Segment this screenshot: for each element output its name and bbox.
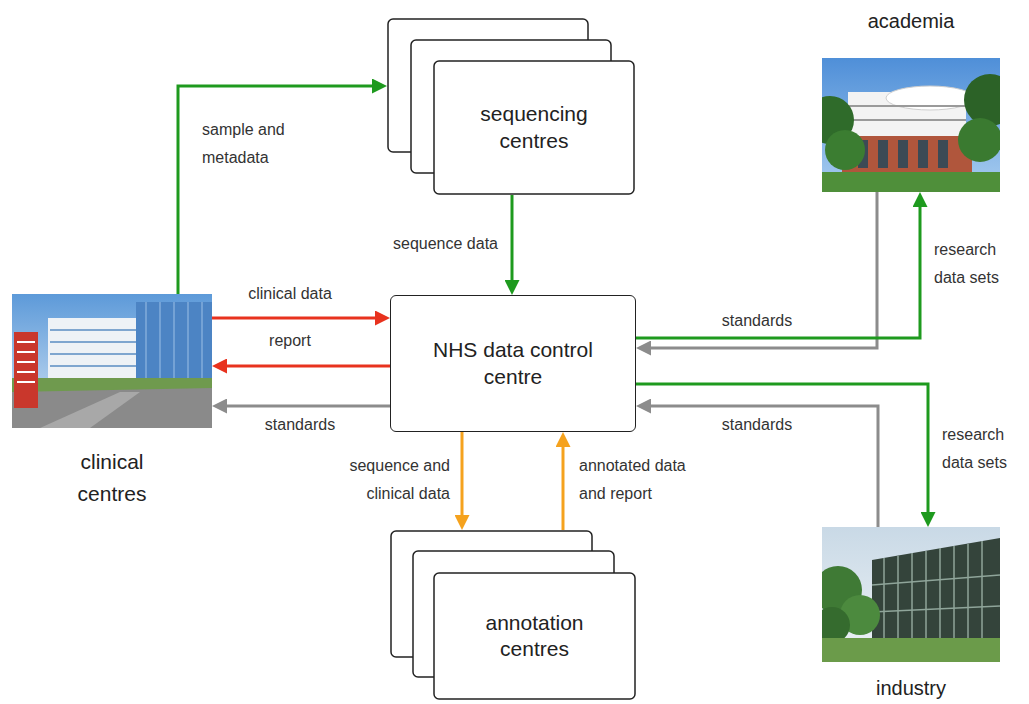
flow-arrow (511, 195, 514, 289)
text-holder: clinical centres (0, 446, 232, 509)
node-label: NHS data control centre (433, 337, 593, 390)
node-caption: academia (868, 9, 955, 34)
text-holder: NHS data control centre (391, 296, 635, 431)
edge-label: sequence data (355, 230, 500, 258)
stack-sheet (434, 61, 634, 194)
photo-node: academia (822, 58, 1000, 192)
edge-label: clinical data (220, 280, 360, 308)
edge-label: standards (687, 307, 827, 335)
photo-node: industry (822, 527, 1000, 662)
flow-arrow (461, 432, 464, 524)
text-holder: sequencing centres (434, 61, 634, 194)
text-holder: annotation centres (434, 573, 635, 699)
flow-arrow (218, 405, 390, 408)
photo-illustration (822, 527, 1000, 662)
edge-label: sequence and clinical data (330, 452, 452, 508)
node-caption: industry (876, 676, 946, 701)
edge-label: research data sets (940, 421, 1024, 477)
photo-illustration (822, 58, 1000, 192)
photo-node: clinical centres (12, 294, 212, 428)
edge-label: research data sets (932, 236, 1024, 292)
node-caption: clinical centres (52, 446, 172, 509)
stack-sheet (434, 573, 635, 699)
edge-label: report (220, 327, 360, 355)
stacked-process-box: sequencing centres (387, 18, 635, 195)
stacked-process-box: annotation centres (390, 530, 636, 700)
process-box: NHS data control centre (390, 295, 636, 432)
node-label: sequencing centres (464, 101, 604, 154)
flow-arrow (178, 86, 381, 294)
text-holder: industry (802, 676, 1020, 701)
flow-arrow (636, 198, 920, 338)
edge-label: standards (230, 411, 370, 439)
node-label: annotation centres (465, 610, 605, 663)
edge-label: annotated data and report (577, 452, 717, 508)
flow-arrow (212, 317, 384, 320)
photo-illustration (12, 294, 212, 428)
flow-arrow (218, 365, 390, 368)
edge-label: standards (687, 411, 827, 439)
flow-arrow (642, 192, 877, 348)
edge-label: sample and metadata (200, 116, 320, 172)
flow-arrow (562, 438, 565, 530)
text-holder: academia (802, 9, 1020, 34)
